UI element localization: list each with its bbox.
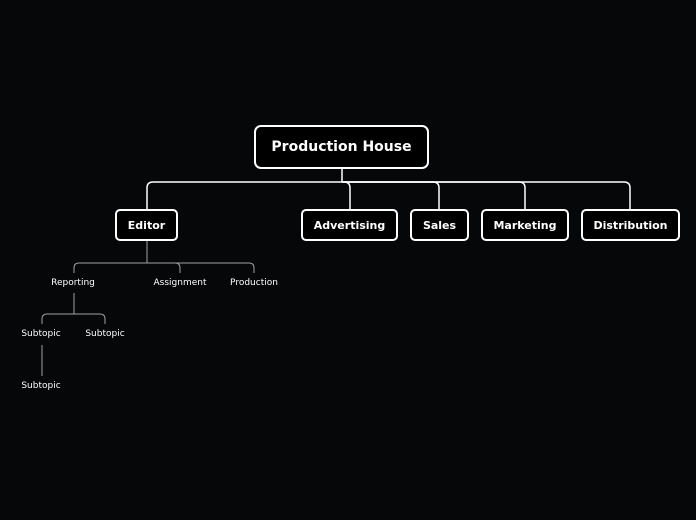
connector-editor-to-assignment <box>147 262 181 273</box>
topic-distribution-label: Distribution <box>593 218 668 232</box>
root-topic-label: Production House <box>271 139 412 155</box>
topic-sales-label: Sales <box>422 218 457 232</box>
connector-editor-to-reporting <box>73 262 147 273</box>
topic-sales[interactable]: Sales <box>410 209 469 241</box>
topic-advertising[interactable]: Advertising <box>301 209 398 241</box>
subtopic-nested-child[interactable]: Subtopic <box>21 381 61 391</box>
topic-editor[interactable]: Editor <box>115 209 178 241</box>
subtopic-reporting-child-1[interactable]: Subtopic <box>21 329 61 339</box>
topic-editor-label: Editor <box>127 218 166 232</box>
subtopic-assignment[interactable]: Assignment <box>153 278 207 288</box>
topic-marketing-label: Marketing <box>493 218 557 232</box>
root-topic-production-house[interactable]: Production House <box>254 125 429 169</box>
connector-root-to-marketing <box>342 181 526 210</box>
connector-root-to-advertising <box>342 181 351 210</box>
topic-distribution[interactable]: Distribution <box>581 209 680 241</box>
subtopic-production[interactable]: Production <box>230 278 278 288</box>
topic-advertising-label: Advertising <box>313 218 386 232</box>
subtopic-reporting-child-2[interactable]: Subtopic <box>85 329 125 339</box>
topic-marketing[interactable]: Marketing <box>481 209 569 241</box>
connector-root-to-editor <box>146 181 342 210</box>
connector-root-to-distribution <box>342 181 631 210</box>
connector-reporting-to-subtopic-2 <box>74 313 106 324</box>
connector-reporting-to-subtopic-1 <box>41 313 74 324</box>
connector-root-to-sales <box>342 181 440 210</box>
subtopic-reporting[interactable]: Reporting <box>51 278 95 288</box>
connector-editor-to-production <box>147 262 255 273</box>
